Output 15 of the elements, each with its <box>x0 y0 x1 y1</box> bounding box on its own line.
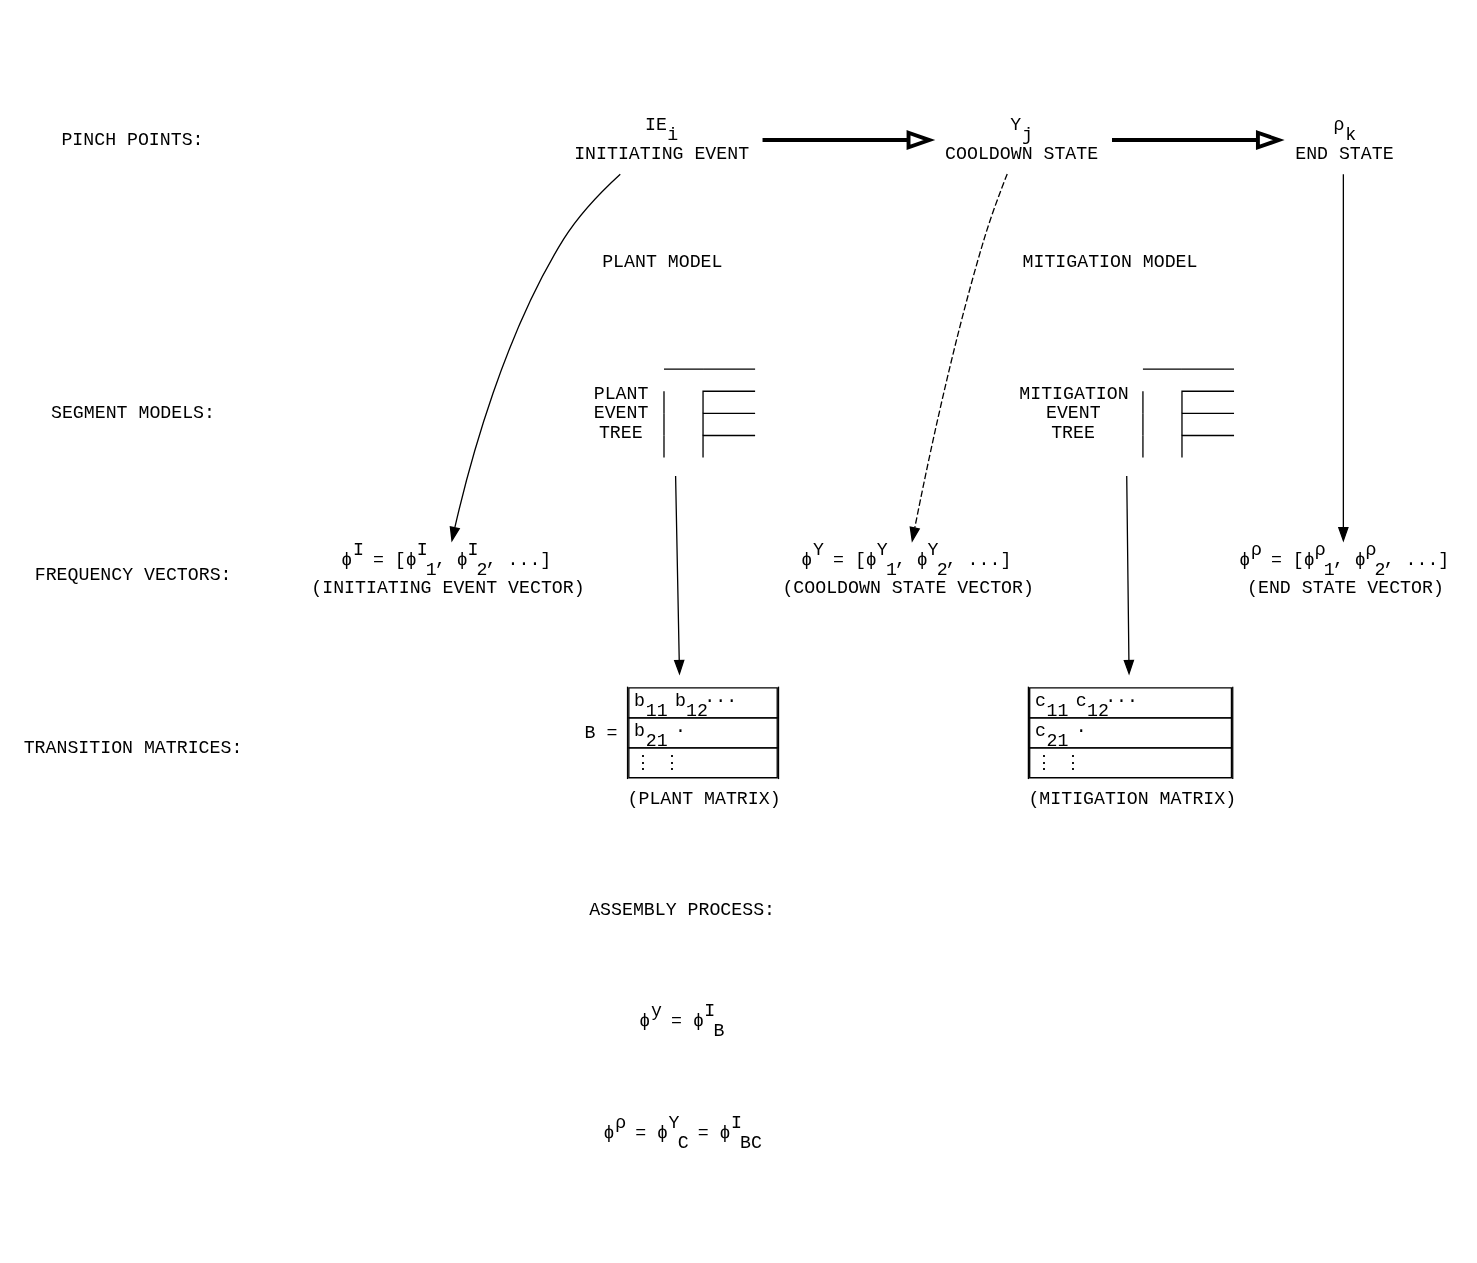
node-text: MITIGATION EVENT TREE <box>1019 383 1129 443</box>
node-label: (MITIGATION MATRIX) <box>1028 788 1237 809</box>
label: TRANSITION MATRICES: <box>23 737 243 758</box>
node-label: B = <box>584 722 618 743</box>
label: PINCH POINTS: <box>61 129 204 150</box>
label: SEGMENT MODELS: <box>51 402 215 423</box>
node-label: (INITIATING EVENT VECTOR) <box>311 577 585 598</box>
label: PLANT MODEL <box>602 251 723 272</box>
node-label: (PLANT MATRIX) <box>627 788 781 809</box>
label: MITIGATION MODEL <box>1022 251 1198 272</box>
node-label: (END STATE VECTOR) <box>1247 577 1444 598</box>
label: ASSEMBLY PROCESS: <box>589 899 776 920</box>
node-text: PLANT EVENT TREE <box>593 383 649 443</box>
node-label: (COOLDOWN STATE VECTOR) <box>782 577 1034 598</box>
label: FREQUENCY VECTORS: <box>34 564 232 585</box>
